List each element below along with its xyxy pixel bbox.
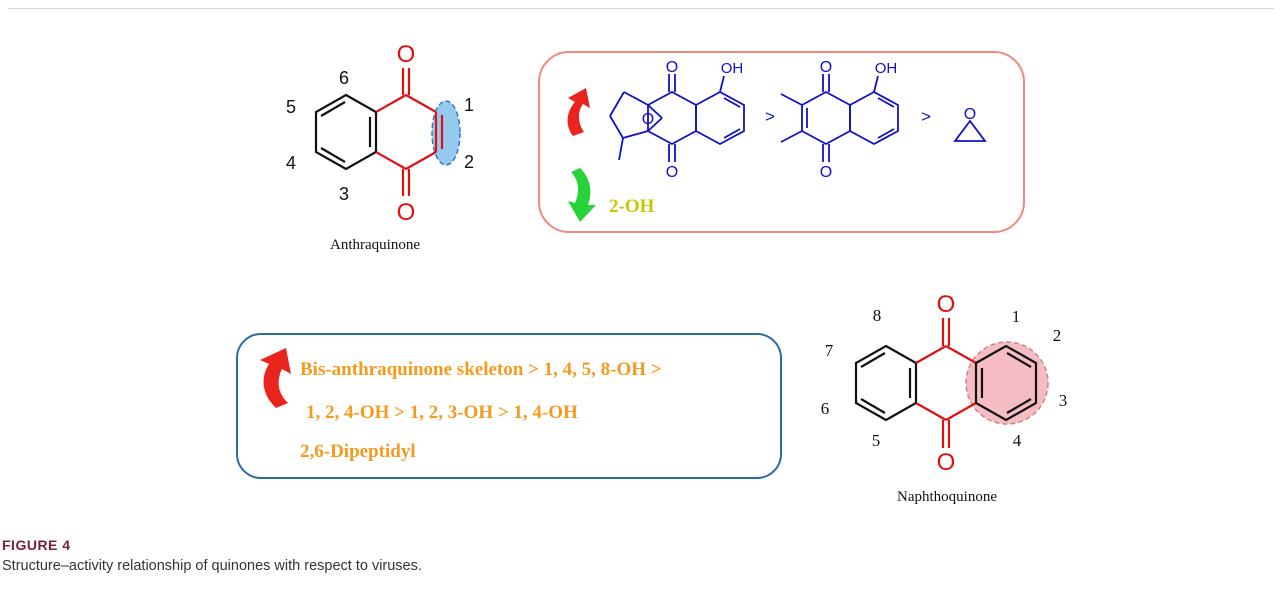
decrease-2-oh-label: 2-OH (609, 196, 655, 217)
s1-carbonyl-top: O (666, 59, 678, 76)
naphthoquinone-pos-2: 2 (1053, 326, 1062, 345)
s2-carbonyl-top: O (820, 59, 832, 76)
benzene-ring (314, 93, 378, 171)
furan-fused-naphthoquinone (609, 74, 745, 162)
anthraquinone-pos-6: 6 (339, 68, 349, 88)
naphthoquinone-pos-6: 6 (821, 399, 830, 418)
top-sar-box: 2-OH O O O OH (538, 51, 1025, 233)
anthraquinone-pos-3: 3 (339, 184, 349, 204)
anthraquinone-structure: O O 1 2 3 4 5 6 Anthraquinone (286, 41, 474, 253)
caption-text: Structure–activity relationship of quino… (2, 558, 422, 574)
bottom-increase-arrow-icon (260, 348, 291, 408)
caption-title: FIGURE 4 (2, 537, 71, 553)
anthraquinone-pos-2: 2 (464, 152, 474, 172)
c1-c2-highlight (431, 100, 461, 166)
bottom-line-1: Bis-anthraquinone skeleton > 1, 4, 5, 8-… (300, 359, 662, 380)
anthraquinone-oxygen-top: O (397, 41, 416, 68)
decrease-arrow-icon (568, 168, 596, 222)
naphthoquinone-pos-8: 8 (873, 306, 882, 325)
top-rule (8, 8, 1274, 9)
bottom-line-3: 2,6-Dipeptidyl (300, 441, 416, 462)
s1-hydroxyl-label: OH (721, 60, 744, 77)
naphthoquinone-structure: O O 1 2 3 4 5 6 7 8 Naphthoquinone (821, 291, 1068, 505)
naphthoquinone-oxygen-bottom: O (937, 449, 956, 476)
naphthoquinone-pos-7: 7 (825, 341, 834, 360)
comparator-1: > (765, 107, 775, 126)
bottom-box-border (236, 333, 782, 479)
naphthoquinone-pos-1: 1 (1012, 307, 1021, 326)
s1-carbonyl-bottom: O (666, 164, 678, 181)
naphthoquinone-oxygen-top: O (937, 291, 956, 318)
dimethyl-naphthoquinone (780, 74, 899, 162)
right-benzene-ring (974, 344, 1038, 422)
furan-oxygen-label: O (642, 111, 654, 128)
quinone-ring (375, 68, 444, 196)
bottom-sar-box: Bis-anthraquinone skeleton > 1, 4, 5, 8-… (236, 333, 782, 479)
s2-hydroxyl-label: OH (875, 60, 898, 77)
anthraquinone-pos-5: 5 (286, 97, 296, 117)
anthraquinone-oxygen-bottom: O (397, 199, 416, 226)
left-benzene-ring (854, 344, 918, 422)
naphthoquinone-pos-4: 4 (1013, 431, 1022, 450)
epoxide-structure (953, 119, 987, 142)
middle-quinone-ring (915, 318, 977, 448)
ring-highlight (965, 341, 1049, 425)
anthraquinone-name: Anthraquinone (330, 237, 420, 253)
anthraquinone-pos-1: 1 (464, 95, 474, 115)
increase-arrow-icon (567, 88, 590, 136)
naphthoquinone-name: Naphthoquinone (897, 489, 997, 505)
epoxide-oxygen-label: O (964, 106, 976, 123)
bottom-line-2: 1, 2, 4-OH > 1, 2, 3-OH > 1, 4-OH (306, 402, 578, 423)
naphthoquinone-pos-5: 5 (872, 431, 881, 450)
naphthoquinone-pos-3: 3 (1059, 391, 1068, 410)
top-box-border (538, 51, 1025, 233)
anthraquinone-pos-4: 4 (286, 153, 296, 173)
comparator-2: > (921, 107, 931, 126)
s2-carbonyl-bottom: O (820, 164, 832, 181)
figure-caption: FIGURE 4 Structure–activity relationship… (0, 526, 1282, 596)
